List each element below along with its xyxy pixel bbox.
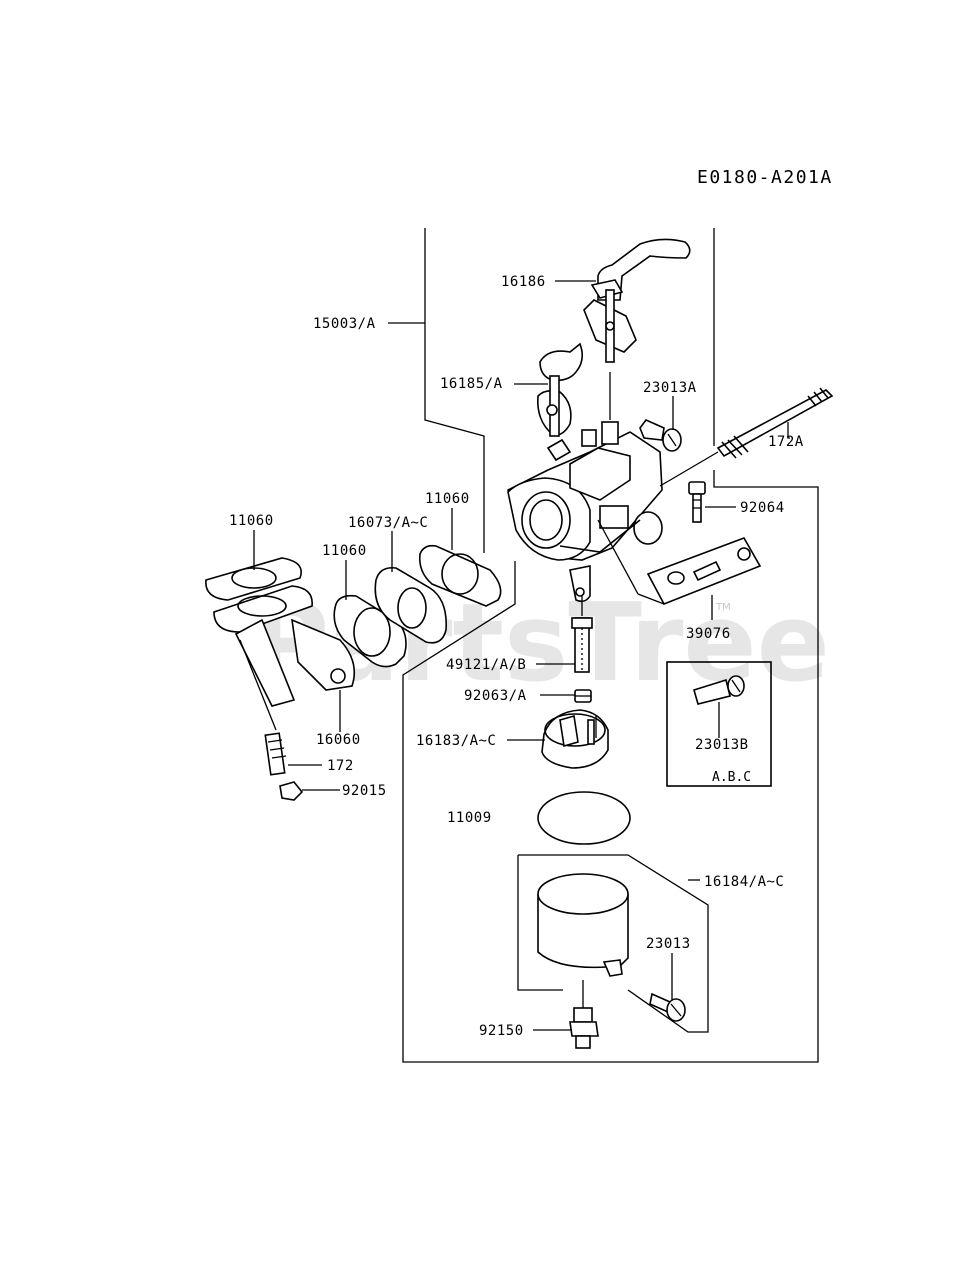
main-jet-92063-part [574, 689, 592, 703]
stud-172A-part [659, 387, 834, 487]
callout-16060: 16060 [316, 732, 361, 748]
callout-16073: 16073/A~C [348, 515, 428, 531]
callout-11060-mid: 11060 [322, 543, 367, 559]
watermark-trademark: TM [715, 602, 731, 613]
callout-11009: 11009 [447, 810, 492, 826]
callout-15003: 15003/A [313, 316, 376, 332]
callout-11060-right: 11060 [425, 491, 470, 507]
float-bowl-16184-part [537, 873, 629, 977]
gasket-11060-right-part [418, 544, 502, 607]
callout-39076: 39076 [686, 626, 731, 642]
carburetor-body-part [507, 421, 663, 603]
callout-16183: 16183/A~C [416, 733, 496, 749]
throttle-lever-part [536, 342, 584, 437]
variant-box-23013B: A.B.C [666, 661, 772, 787]
callout-92150: 92150 [479, 1023, 524, 1039]
callout-92015: 92015 [342, 783, 387, 799]
callout-23013: 23013 [646, 936, 691, 952]
callout-11060-left: 11060 [229, 513, 274, 529]
stud-172-part [264, 732, 287, 776]
callout-92064: 92064 [740, 500, 785, 516]
callout-49121: 49121/A/B [446, 657, 526, 673]
callout-leaders [253, 280, 790, 1031]
drain-bolt-92150-part [569, 980, 599, 1049]
callout-23013A: 23013A [643, 380, 697, 396]
o-ring-11009-part [537, 791, 631, 845]
intake-pipe-16060-part [213, 585, 356, 731]
choke-lever-part [583, 238, 691, 420]
screw-23013-part [649, 992, 686, 1022]
callout-23013B: 23013B [695, 737, 749, 753]
float-16183-part [541, 709, 609, 769]
callout-labels: 16186 15003/A 16185/A 23013A 172A 92064 … [229, 274, 804, 1039]
screw-23013A-part [639, 419, 682, 452]
callout-172: 172 [327, 758, 354, 774]
callout-92063: 92063/A [464, 688, 527, 704]
main-nozzle-49121-part [571, 596, 593, 673]
variant-box-label: A.B.C [712, 770, 751, 785]
callout-16186: 16186 [501, 274, 546, 290]
gasket-11060-mid-part [333, 594, 407, 668]
nut-92015-part [279, 781, 304, 801]
frame-lines [402, 228, 819, 1063]
jet-92064-part [688, 481, 706, 523]
diagram-ref-code: E0180-A201A [697, 167, 833, 188]
callout-16185: 16185/A [440, 376, 503, 392]
callout-172A: 172A [768, 434, 804, 450]
parts-kit-39076-part [597, 519, 762, 620]
callout-16184: 16184/A~C [704, 874, 784, 890]
insulator-16073-part [374, 566, 447, 644]
